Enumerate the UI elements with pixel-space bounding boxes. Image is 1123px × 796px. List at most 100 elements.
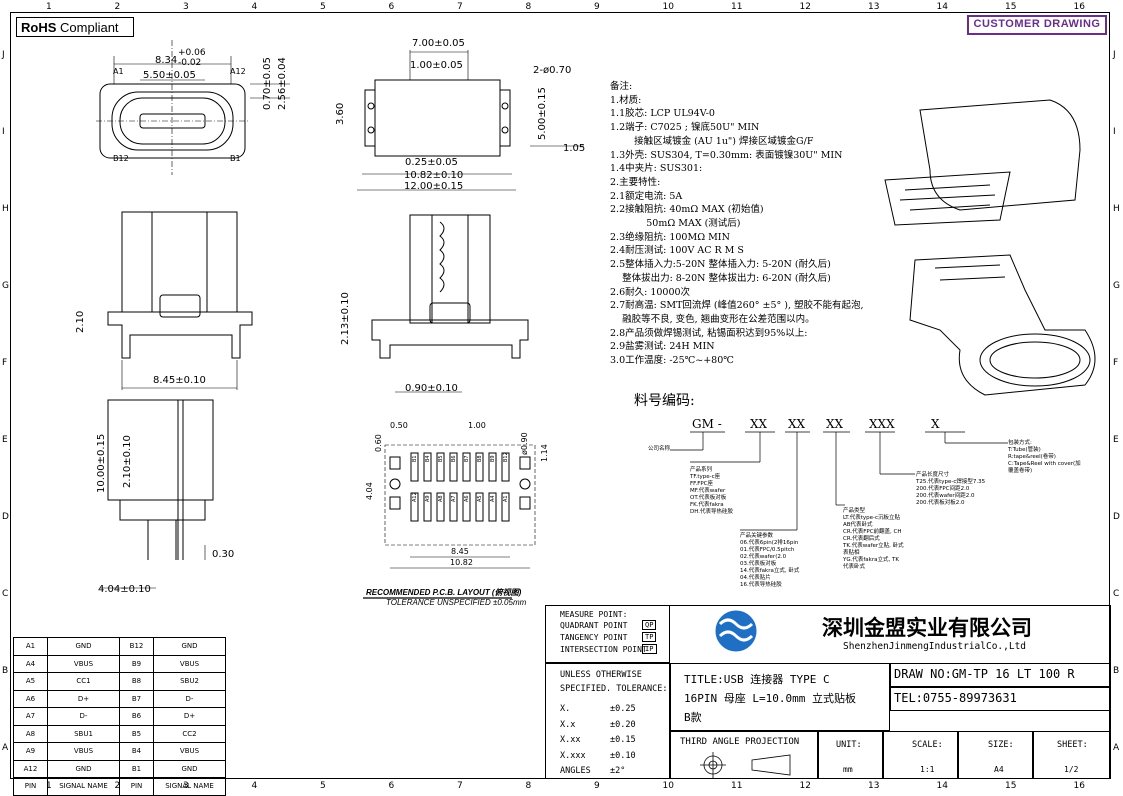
dim-1082-pcb: 10.82: [450, 558, 473, 567]
pn-product-type: 产品类型 LT.代表type-c沉板立贴 AB代表卧式 CR.代表FPC前翻盖,…: [843, 508, 904, 570]
dim-213: 2.13±0.10: [340, 292, 351, 345]
zone-label: 12: [799, 781, 811, 791]
dim-025: 0.25±0.05: [405, 157, 458, 168]
dim-360: 3.60: [335, 102, 346, 125]
pcb-pad: [501, 452, 510, 482]
pcb-pad: [488, 452, 497, 482]
front-view: [96, 40, 290, 175]
title-line2: 16PIN 母座 L=10.0mm 立式贴板: [684, 692, 856, 705]
unit-value: mm: [843, 765, 853, 774]
unit-label: UNIT:: [836, 740, 862, 750]
scale-label: SCALE:: [912, 740, 943, 750]
zone-label: 5: [320, 781, 326, 791]
pn-package: 包装方式: T:Tube(管装) R:tape&reel(卷带) C:Tape&…: [1008, 440, 1081, 474]
pin-cell: VBUS: [47, 654, 120, 673]
pn-seg-0: GM -: [692, 417, 722, 431]
ip-box: IP: [642, 644, 657, 654]
pn-seg-4: XXX: [869, 417, 895, 431]
projection-symbol-icon: [700, 752, 791, 778]
projection-box: [670, 731, 818, 779]
zone-label: J: [2, 50, 5, 60]
zone-label: E: [1113, 435, 1119, 445]
label-b1: B1: [230, 154, 241, 163]
zone-label: G: [1113, 281, 1120, 291]
dim-210: 2.10: [75, 310, 86, 333]
pin-cell: D+: [47, 689, 120, 708]
dim-404: 4.04±0.10: [98, 584, 151, 595]
note-line: 2.3绝缘阻抗: 100MΩ MIN: [610, 231, 730, 243]
dim-width-tol-minus: -0.02: [178, 58, 202, 68]
zone-label: H: [2, 204, 9, 214]
zone-label: 3: [183, 2, 189, 12]
note-line: 2.7耐高温: SMT回流焊 (峰值260° ±5° ), 塑胶不能有起泡,: [610, 300, 864, 312]
label-b12: B12: [113, 154, 129, 163]
note-line: 2.9盐雾测试: 24H MIN: [610, 341, 715, 353]
zone-label: 4: [251, 781, 258, 791]
tol-value: ±0.20: [610, 719, 636, 730]
zone-label: C: [2, 589, 9, 599]
tol-value: ±0.15: [610, 735, 636, 745]
company-name-en: ShenzhenJinmengIndustrialCo.,Ltd: [843, 641, 1027, 652]
tol-value: ±0.10: [610, 750, 636, 761]
pcb-pad: [475, 492, 484, 522]
label-a1: A1: [113, 67, 124, 76]
dim-105: 1.05: [563, 143, 586, 154]
pcb-pin-label: B7: [464, 455, 470, 462]
pcb-pad: [436, 452, 445, 482]
dim-inner-width: 5.50±0.05: [143, 70, 196, 81]
zone-label: 2: [114, 2, 121, 12]
qp-box: QP: [642, 620, 657, 630]
pin-cell: B8: [119, 672, 154, 691]
pcb-pin-label: B12: [503, 452, 509, 462]
zone-label: 12: [799, 2, 811, 12]
title-line1: TITLE:USB 连接器 TYPE C: [684, 673, 830, 686]
pin-cell: B5: [119, 724, 154, 743]
note-line: 2.8产品须做焊锡测试, 粘锡面积达到95%以上:: [610, 327, 808, 339]
note-line: 2.1额定电流: 5A: [610, 190, 683, 202]
pcb-pin-label: A12: [412, 492, 418, 502]
pcb-pin-label: B1: [412, 455, 418, 462]
dim-1200: 12.00±0.15: [404, 181, 464, 192]
tol-format: ANGLES: [560, 766, 591, 776]
zone-label: 16: [1073, 781, 1085, 791]
rohs-rest: Compliant: [60, 20, 119, 35]
zone-label: F: [1113, 358, 1119, 368]
pin-cell: GND: [153, 759, 226, 778]
note-line: 2.2接触阻抗: 40mΩ MAX (初始值): [610, 204, 764, 216]
zone-label: A: [2, 743, 9, 753]
rohs-bold: RoHS: [21, 20, 57, 35]
pin-cell: B6: [119, 707, 154, 726]
tol-format: X.: [560, 704, 571, 714]
pin-cell: SBU1: [47, 724, 120, 743]
dim-845-pcb: 8.45: [451, 547, 469, 556]
dim-090: 0.90±0.10: [405, 383, 458, 394]
title-box: [670, 663, 890, 731]
pcb-pad: [488, 492, 497, 522]
pin-cell: VBUS: [153, 742, 226, 761]
zone-label: 13: [868, 2, 880, 12]
pin-cell: A5: [13, 672, 48, 691]
note-line: 2.4耐压测试: 100V AC R M S: [610, 245, 744, 257]
unit-box: [818, 731, 883, 779]
note-line: 1.2端子: C7025 ; 镍底50U" MIN: [610, 122, 760, 134]
note-line: 1.3外壳: SUS304, T=0.30mm: 表面镀镍30U" MIN: [610, 149, 843, 161]
pin-cell: SIGNAL NAME: [47, 777, 120, 796]
zone-label: 4: [251, 2, 258, 12]
note-line: 2.主要特性:: [610, 176, 661, 188]
pn-series: 产品系列 TF.type-c座 FF.FPC座 MF.代表wafer OT.代表…: [690, 467, 734, 515]
dim-050: 0.50: [390, 421, 408, 430]
zone-label: B: [1113, 666, 1120, 676]
note-line: 1.1胶芯: LCP UL94V-0: [610, 108, 715, 120]
unless-line2: SPECIFIED. TOLERANCE:: [560, 684, 668, 694]
pcb-pin-label: A9: [425, 495, 431, 502]
pin-cell: SBU2: [153, 672, 226, 691]
side-view-right: [371, 214, 529, 393]
tangency-point: TANGENCY POINT: [560, 633, 628, 642]
pin-cell: GND: [47, 637, 120, 656]
pin-cell: A8: [13, 724, 48, 743]
pin-cell: GND: [47, 759, 120, 778]
pin-cell: VBUS: [153, 654, 226, 673]
dim-100: 1.00±0.05: [410, 60, 463, 71]
sheet-label: SHEET:: [1057, 740, 1088, 750]
